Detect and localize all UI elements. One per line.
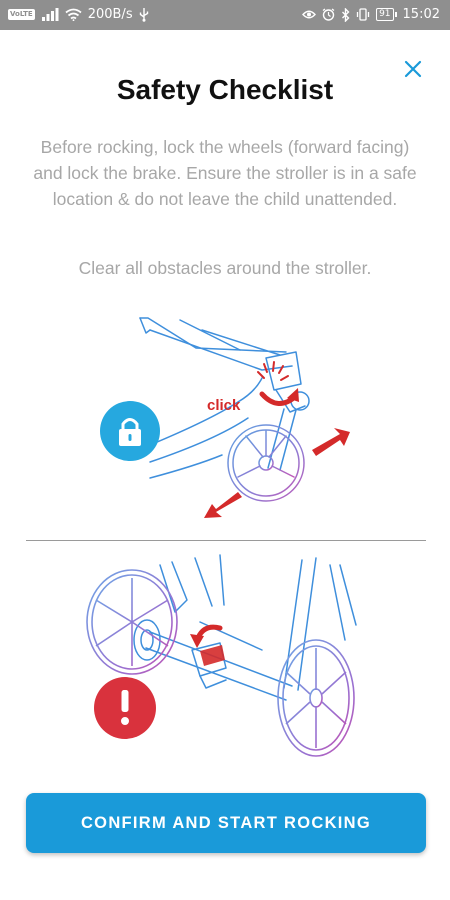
obstacle-note: Clear all obstacles around the stroller. <box>78 258 372 278</box>
signal-icon <box>41 8 59 21</box>
status-bar: VoLTE 200B/s <box>0 0 450 30</box>
warning-badge <box>94 677 156 739</box>
battery-icon: 91 <box>376 8 397 21</box>
arrow-down-left-icon <box>204 492 242 518</box>
rear-brake-illustration <box>133 554 357 701</box>
alarm-icon <box>322 8 335 21</box>
confirm-start-rocking-button[interactable]: CONFIRM AND START ROCKING <box>26 793 426 853</box>
vibrate-icon <box>356 8 370 21</box>
click-burst-icon <box>257 361 289 381</box>
close-icon <box>404 60 422 78</box>
battery-level: 91 <box>379 9 391 19</box>
safety-illustration: click <box>86 317 357 757</box>
dialog-title: Safety Checklist <box>116 74 334 105</box>
safety-description: Before rocking, lock the wheels (forward… <box>33 137 417 209</box>
network-speed: 200B/s <box>87 7 133 22</box>
arrow-up-right-icon <box>312 428 350 456</box>
eye-icon <box>302 10 317 19</box>
click-label: click <box>207 397 241 414</box>
rear-left-wheel <box>86 569 178 675</box>
bluetooth-icon <box>342 7 350 22</box>
volte-badge: VoLTE <box>8 9 35 20</box>
lock-badge <box>100 401 160 461</box>
wifi-icon <box>65 8 82 21</box>
rear-right-wheel <box>277 639 355 757</box>
usb-icon <box>139 7 148 22</box>
exclamation-icon <box>121 690 129 712</box>
clock: 15:02 <box>402 7 440 22</box>
close-button[interactable] <box>398 54 428 84</box>
section-divider <box>26 540 426 541</box>
